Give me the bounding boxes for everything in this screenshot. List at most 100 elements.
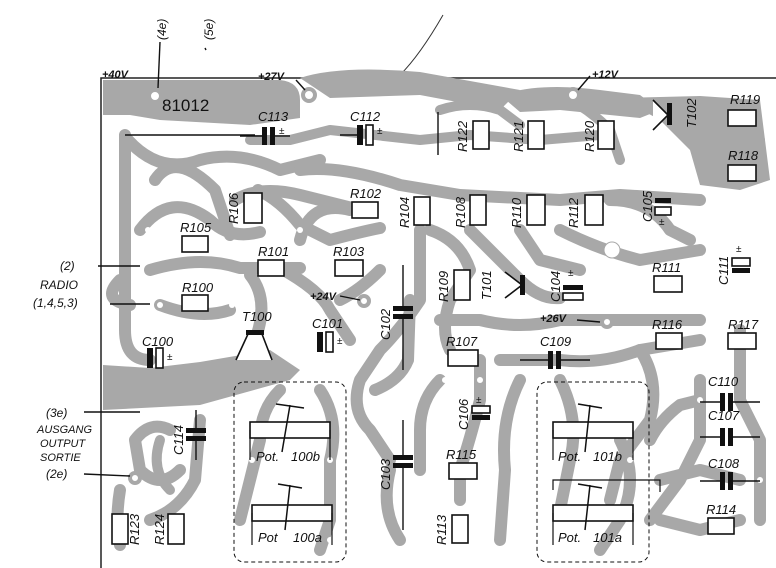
c112-body [340,124,374,146]
supply-24v: +24V [310,291,338,303]
label-c104: C104 [548,271,563,302]
label-c102: C102 [378,308,393,340]
radio-pins: (1,4,5,3) [33,296,78,310]
svg-text:±: ± [377,126,383,137]
pot-100-outline [233,381,347,563]
r123-body [111,513,129,545]
sortie-label: SORTIE [40,452,81,464]
r118-body [727,164,757,182]
label-r107: R107 [446,334,478,349]
c111-body [731,257,751,273]
pin-2e: (2e) [46,467,67,481]
label-r106: R106 [226,192,241,224]
pot-100b-body [249,421,331,439]
tag-5e: (5e) [202,19,216,40]
tag-4e: (4e) [155,19,169,40]
c101-body [317,331,334,353]
r124-body [167,513,185,545]
pot-101a-body [552,504,634,522]
resistor-bodies [111,109,757,545]
label-pot100b-b: 100b [291,449,320,464]
label-r115: R115 [446,447,477,462]
label-r109: R109 [436,271,451,302]
r109-body [453,269,471,301]
r111-body [653,275,683,293]
label-c114: C114 [171,425,186,455]
c106-body [471,405,491,420]
r113-body [451,514,469,544]
t102-body [652,99,672,131]
c109-body [520,351,590,369]
svg-text:±: ± [279,126,285,137]
label-pot101a-b: 101a [593,530,622,545]
label-pot100b-a: Pot. [256,449,279,464]
label-pot101b-a: Pot. [558,449,581,464]
label-r124: R124 [152,514,167,545]
ausgang-label: AUSGANG [36,424,92,436]
label-pot101b-b: 101b [593,449,622,464]
t101-body [504,271,525,299]
c103-body [393,420,413,530]
label-r123: R123 [127,513,142,545]
radio-label: RADIO [40,278,78,292]
pot-100a-body [251,504,333,522]
label-r100: R100 [182,280,214,295]
label-t102: T102 [684,98,699,128]
label-pot100a-a: Pot [258,530,279,545]
r106-body [243,192,263,224]
label-r102: R102 [350,186,382,201]
label-r121: R121 [511,121,526,152]
c105-body [654,198,672,216]
label-c107: C107 [708,408,740,423]
label-pot101a-a: Pot. [558,530,581,545]
supply-27v: +27V [258,71,286,83]
label-r103: R103 [333,244,365,259]
transistor-bodies [235,99,672,361]
label-c100: C100 [142,334,174,349]
label-r105: R105 [180,220,212,235]
r119-body [727,109,757,127]
label-r118: R118 [728,148,759,163]
c114-body [186,410,206,460]
r121-body [527,120,545,150]
label-r122: R122 [455,120,470,152]
capacitor-bodies [147,124,760,530]
c100-body [147,347,164,369]
label-pot100a-b: 100a [293,530,322,545]
label-r111: R111 [652,260,681,275]
label-c111: C111 [716,256,731,285]
diagonal-mark [399,14,444,76]
svg-text:±: ± [659,217,665,228]
pot-101b-body [552,421,634,439]
label-r110: R110 [509,197,524,228]
label-r101: R101 [258,244,289,259]
pot-101-outline [536,381,650,563]
r114-body [707,517,735,535]
label-r104: R104 [397,197,412,228]
r108-body [469,194,487,226]
c102-body [393,265,413,370]
label-c110: C110 [708,374,739,389]
label-c113: C113 [258,109,289,124]
pin-2: (2) [60,259,75,273]
label-r119: R119 [730,92,760,107]
label-r117: R117 [728,317,759,332]
r120-body [597,120,615,150]
output-label: OUTPUT [40,438,87,450]
r100-body [181,294,209,312]
r104-body [413,196,431,226]
label-c112: C112 [350,109,381,124]
label-c105: C105 [640,190,655,222]
label-r114: R114 [706,502,736,517]
r116-body [655,332,683,350]
c107-body [700,428,760,446]
label-r113: R113 [434,514,449,545]
c104-body [562,285,584,301]
label-c106: C106 [456,398,471,430]
r105-body [181,235,209,253]
label-r120: R120 [582,120,597,152]
svg-text:±: ± [736,244,742,255]
r110-body [526,194,546,226]
leader-lines [83,41,601,477]
